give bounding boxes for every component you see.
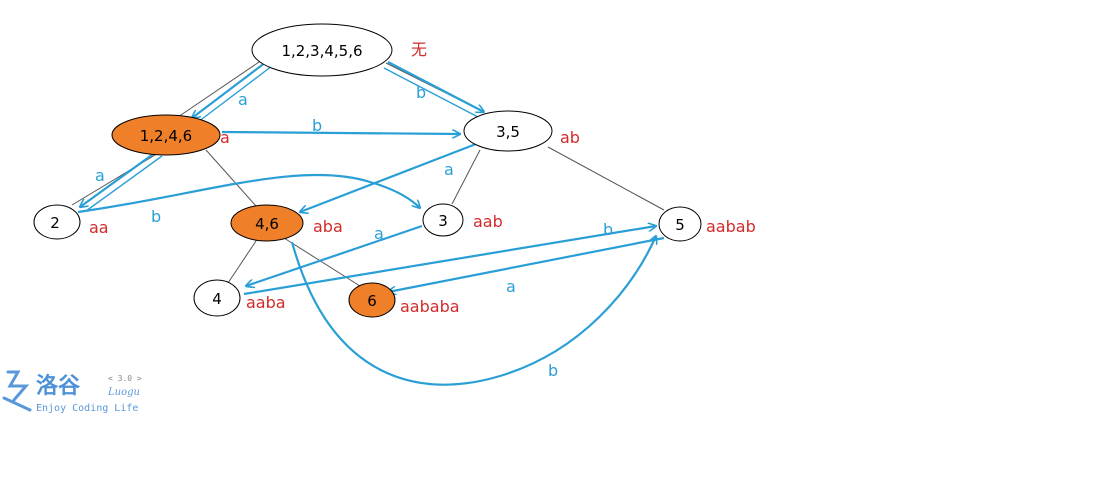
- node-label: 5: [675, 216, 685, 234]
- edge-label-1246-35: b: [312, 116, 322, 135]
- logo-tagline: Enjoy Coding Life: [36, 403, 138, 414]
- state-node: 3,5: [463, 110, 553, 152]
- node-label: 4: [212, 290, 222, 308]
- state-node: 2: [33, 204, 81, 240]
- node-shape: [193, 279, 241, 317]
- edge-root-to-35: [387, 61, 484, 112]
- state-node: 5: [658, 206, 702, 242]
- edge-root-to-1246: [192, 61, 267, 118]
- edge-4-to-5: [243, 226, 656, 296]
- parent-link: [451, 149, 481, 205]
- string-label-2: aa: [89, 218, 109, 237]
- edge-label-3-4: a: [374, 224, 384, 243]
- luogu-watermark: 洛谷 < 3.0 > Luogu Enjoy Coding Life: [2, 370, 142, 414]
- string-label-3: aab: [473, 212, 503, 231]
- node-shape: [230, 204, 304, 242]
- edge-label-4-5: b: [603, 220, 613, 239]
- node-label: 4,6: [255, 215, 279, 233]
- parent-link: [283, 237, 361, 287]
- node-label: 1,2,3,4,5,6: [281, 42, 362, 60]
- state-nodes: 1,2,3,4,5,6 1,2,4,6 3,5 2 4,6 3: [33, 23, 702, 318]
- edge-2-to-3: [77, 173, 420, 214]
- state-node: 4,6: [230, 204, 304, 242]
- edge-labels: a b b a a b a b a b: [95, 83, 613, 380]
- edge-35-to-46: [300, 142, 477, 212]
- string-labels: 无 a ab aa aba aab aabab aaba aababa: [89, 40, 756, 316]
- parent-link: [225, 237, 259, 287]
- state-node: 1,2,3,4,5,6: [251, 23, 393, 77]
- string-label-6: aababa: [400, 297, 460, 316]
- node-shape: [658, 206, 702, 242]
- node-label: 3: [438, 212, 448, 230]
- logo-mark-icon: [2, 370, 32, 412]
- logo-romanized: Luogu: [107, 387, 140, 398]
- logo-brand: 洛谷: [36, 373, 81, 399]
- transition-edges: [77, 61, 665, 386]
- parent-link: [205, 149, 257, 207]
- node-label: 3,5: [496, 123, 520, 141]
- node-shape: [111, 114, 221, 156]
- edge-root-to-35-double: [383, 67, 479, 118]
- node-shape: [422, 203, 464, 237]
- edge-root-to-1246-double: [197, 65, 273, 123]
- edge-1246-to-2-double: [85, 155, 163, 212]
- state-node: 4: [193, 279, 241, 317]
- edge-5-to-6: [388, 236, 665, 292]
- parent-link: [547, 146, 665, 211]
- edge-label-46-5: b: [548, 361, 558, 380]
- node-shape: [463, 110, 553, 152]
- state-node: 3: [422, 203, 464, 237]
- string-label-46: aba: [313, 217, 343, 236]
- node-label: 2: [50, 214, 60, 232]
- string-label-1246: a: [220, 128, 230, 147]
- edge-46-to-5: [290, 236, 656, 386]
- edge-label-5-6: a: [506, 277, 516, 296]
- string-label-5: aabab: [706, 217, 756, 236]
- edge-label-2-3: b: [151, 207, 161, 226]
- state-node: 1,2,4,6: [111, 114, 221, 156]
- node-label: 1,2,4,6: [140, 127, 192, 145]
- string-label-35: ab: [560, 128, 580, 147]
- edge-label-1246-2: a: [95, 166, 105, 185]
- logo-version: < 3.0 >: [108, 374, 142, 383]
- edge-1246-to-35: [221, 132, 460, 134]
- state-node: 6: [348, 282, 396, 318]
- string-label-4: aaba: [246, 293, 286, 312]
- edge-3-to-4: [246, 224, 423, 286]
- string-label-root: 无: [411, 40, 427, 59]
- edge-label-root-1246: a: [238, 90, 248, 109]
- parent-links: [71, 59, 665, 287]
- parent-link: [177, 59, 263, 118]
- node-label: 6: [367, 292, 377, 310]
- node-shape: [251, 23, 393, 77]
- edge-1246-to-2: [80, 151, 157, 207]
- edge-label-root-35: b: [416, 83, 426, 102]
- node-shape: [348, 282, 396, 318]
- node-shape: [33, 204, 81, 240]
- edge-label-35-46: a: [444, 160, 454, 179]
